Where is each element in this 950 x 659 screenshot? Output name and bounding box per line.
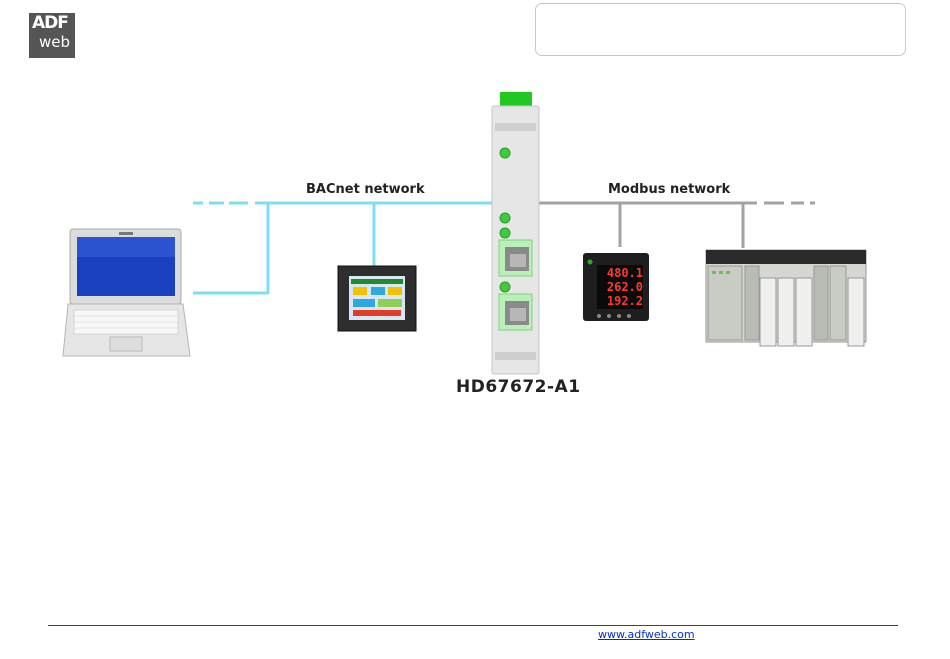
bacnet-network-label: BACnet network xyxy=(306,182,425,197)
hmi-panel-icon xyxy=(338,266,416,331)
meter-readout-3: 192.2 xyxy=(599,294,643,308)
meter-readout-1: 480.1 xyxy=(599,266,643,280)
modbus-network-label: Modbus network xyxy=(608,182,730,197)
footer-website-link[interactable]: www.adfweb.com xyxy=(598,628,695,641)
footer-rule xyxy=(48,625,898,626)
laptop-icon xyxy=(63,229,190,356)
device-model-label: HD67672-A1 xyxy=(456,377,581,397)
plc-rack-icon xyxy=(706,250,866,346)
meter-readout-2: 262.0 xyxy=(599,280,643,294)
gateway-device-icon xyxy=(492,92,539,374)
modbus-network-line xyxy=(538,203,815,248)
